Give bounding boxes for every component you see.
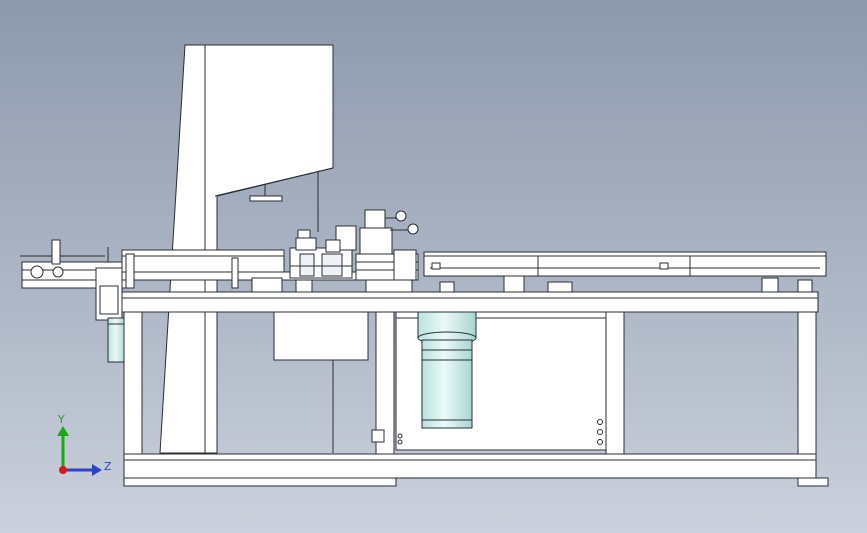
coolant-tank [214, 311, 369, 361]
cabinet-panel [371, 311, 607, 451]
drive-motor [417, 311, 477, 429]
z-axis-label: Z [104, 460, 112, 473]
base-frame [121, 291, 829, 487]
infeed-motor [107, 317, 126, 363]
y-axis-label: Y [58, 413, 65, 426]
feed-head [289, 225, 357, 279]
saw-table [121, 249, 363, 289]
axis-triad [57, 426, 102, 476]
infeed-conveyor [20, 239, 133, 321]
rail-feet [251, 275, 813, 293]
saw-guide [249, 172, 319, 232]
outfeed-conveyor [423, 251, 827, 277]
clamp-cylinder [355, 209, 419, 293]
